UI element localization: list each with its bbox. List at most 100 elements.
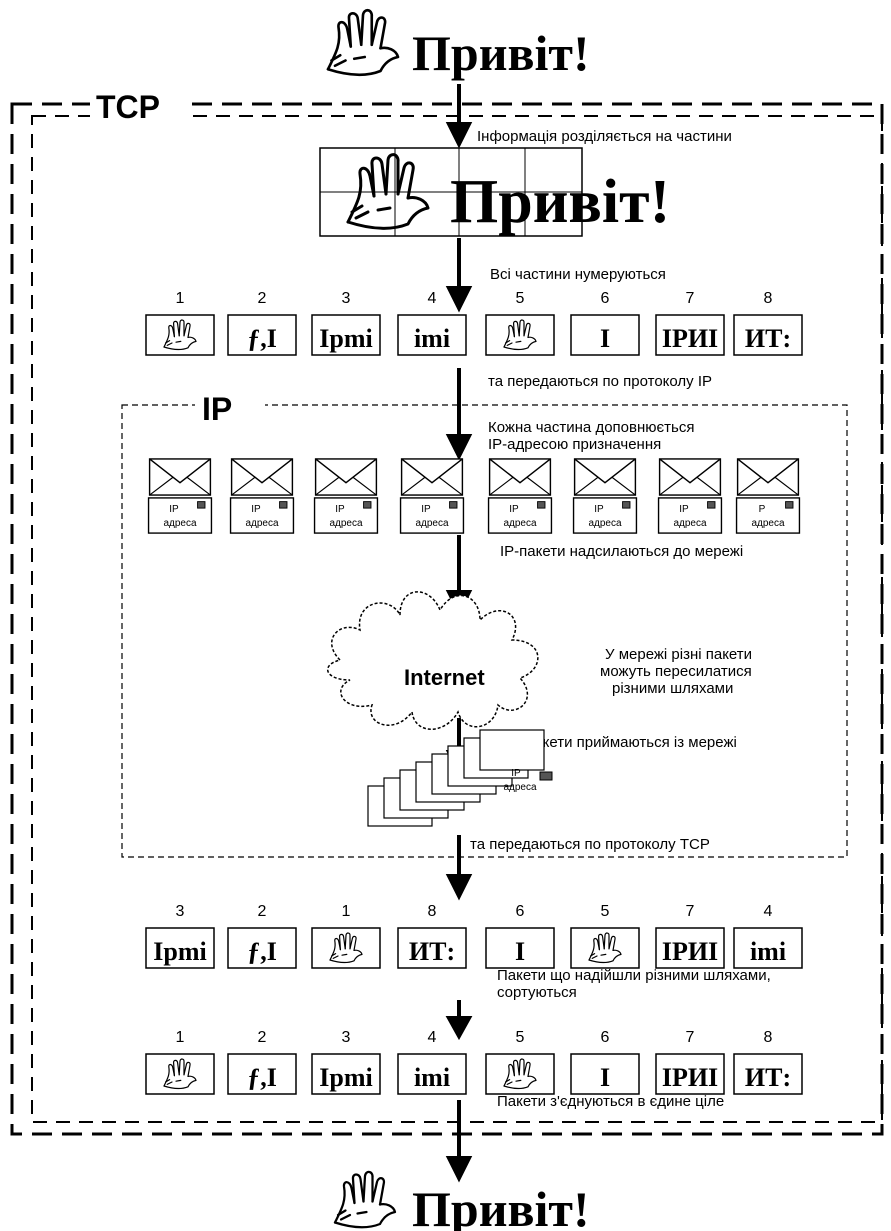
- split-grid: Привіт!: [320, 148, 670, 236]
- packet-number: 7: [686, 1029, 695, 1046]
- packet-number: 3: [342, 290, 351, 307]
- address-line-2: адреса: [503, 518, 537, 529]
- address-line-1: IP: [594, 504, 604, 515]
- greeting-bottom: Привіт!: [335, 1172, 590, 1231]
- packet-number: 4: [428, 290, 437, 307]
- hand-icon-top: [328, 10, 398, 74]
- packet-number: 6: [601, 290, 610, 307]
- packet-number: 8: [764, 1029, 773, 1046]
- envelope-icon: [660, 459, 721, 495]
- arrow-8: [449, 1158, 469, 1178]
- packet-number: 7: [686, 290, 695, 307]
- internet-cloud: Internet: [328, 592, 538, 729]
- packet-cell: 1: [146, 290, 214, 355]
- packet-number: 5: [516, 290, 525, 307]
- packet-number: 5: [601, 903, 610, 920]
- packet-cell: 5: [571, 903, 639, 968]
- packet-number: 2: [258, 1029, 267, 1046]
- address-line-1: IP: [679, 504, 689, 515]
- packet-cell: 2 ƒ,I: [228, 1029, 296, 1094]
- packet-cell: 3Ipmi: [312, 290, 380, 355]
- fragment-text: I: [515, 937, 525, 966]
- arrow-2: [449, 288, 469, 308]
- fragment-text: IPИI: [662, 1063, 718, 1092]
- fragment-text: ИТ:: [409, 937, 455, 966]
- greeting-top-text: Привіт!: [412, 25, 590, 81]
- fragment-text: Ipmi: [319, 1063, 372, 1092]
- tcp-label: TCP: [96, 89, 160, 125]
- address-line-2: адреса: [163, 518, 197, 529]
- arrow-1: [449, 124, 469, 144]
- packet-cell: 6I: [486, 903, 554, 968]
- packet-number: 4: [428, 1029, 437, 1046]
- greeting-top: Привіт!: [328, 10, 590, 81]
- step-addressed-text-1: Кожна частина доповнюється: [488, 419, 694, 436]
- packet-cell: 4imi: [398, 1029, 466, 1094]
- stack-address-line-2: адреса: [503, 782, 537, 793]
- step-routes-text-1: У мережі різні пакети: [605, 646, 752, 663]
- stack-address-line-1: IP: [511, 768, 521, 779]
- step-sorted-text-2: сортуються: [497, 984, 577, 1001]
- step-addressed-text-2: IP-адресою призначення: [488, 436, 661, 453]
- greeting-bottom-text: Привіт!: [412, 1181, 590, 1231]
- fragment-text: Ipmi: [153, 937, 206, 966]
- packet-number: 6: [601, 1029, 610, 1046]
- step-sent-text: IP-пакети надсилаються до мережі: [500, 543, 743, 560]
- fragment-text: ИТ:: [745, 324, 791, 353]
- packet-number: 3: [342, 1029, 351, 1046]
- envelope-icon: [490, 459, 551, 495]
- envelope-icon: [575, 459, 636, 495]
- arrow-7: [449, 1018, 469, 1036]
- split-word: Привіт!: [450, 168, 670, 236]
- fragment-text: ƒ,I: [247, 1063, 277, 1092]
- step-passed-tcp-text: та передаються по протоколу TCP: [470, 836, 710, 853]
- row-envelopes: IPадресаIPадресаIPадресаIPадресаIPадреса…: [149, 459, 800, 533]
- packet-cell: 1: [146, 1029, 214, 1094]
- packet-number: 2: [258, 290, 267, 307]
- fragment-text: ƒ,I: [247, 324, 277, 353]
- envelope-icon: [402, 459, 463, 495]
- fragment-text: Ipmi: [319, 324, 372, 353]
- stack-stamp: [540, 772, 552, 780]
- ip-packet: IP адреса: [574, 459, 637, 533]
- arrow-6: [449, 876, 469, 896]
- address-line-2: адреса: [245, 518, 279, 529]
- arrow-3: [449, 436, 469, 456]
- packet-cell: 8ИТ:: [734, 1029, 802, 1094]
- packet-cell: 7IPИI: [656, 290, 724, 355]
- ip-label: IP: [202, 391, 232, 427]
- step-numbered-text: Всі частини нумеруються: [490, 266, 666, 283]
- address-line-1: IP: [169, 504, 179, 515]
- address-line-2: адреса: [673, 518, 707, 529]
- packet-cell: 2ƒ,I: [228, 903, 296, 968]
- packet-number: 1: [342, 903, 351, 920]
- packet-cell: 8ИТ:: [734, 290, 802, 355]
- stacked-packet: [480, 730, 544, 770]
- address-line-2: адреса: [588, 518, 622, 529]
- packet-cell: 2 ƒ,I: [228, 290, 296, 355]
- packet-number: 1: [176, 1029, 185, 1046]
- packet-cell: 7IPИI: [656, 903, 724, 968]
- step-split-text: Інформація розділяється на частини: [477, 128, 732, 145]
- step-passed-ip-text: та передаються по протоколу IP: [488, 373, 712, 390]
- internet-label: Internet: [404, 665, 485, 690]
- ip-packet: IP адреса: [659, 459, 722, 533]
- ip-packet: IP адреса: [149, 459, 212, 533]
- packet-number: 6: [516, 903, 525, 920]
- step-joined-text: Пакети з'єднуються в єдине ціле: [497, 1093, 724, 1110]
- packet-cell: 5: [486, 290, 554, 355]
- fragment-text: I: [600, 324, 610, 353]
- packet-number: 4: [764, 903, 773, 920]
- step-routes-text-2: можуть пересилатися: [600, 663, 752, 680]
- address-line-1: IP: [509, 504, 519, 515]
- envelope-icon: [316, 459, 377, 495]
- envelope-icon: [738, 459, 799, 495]
